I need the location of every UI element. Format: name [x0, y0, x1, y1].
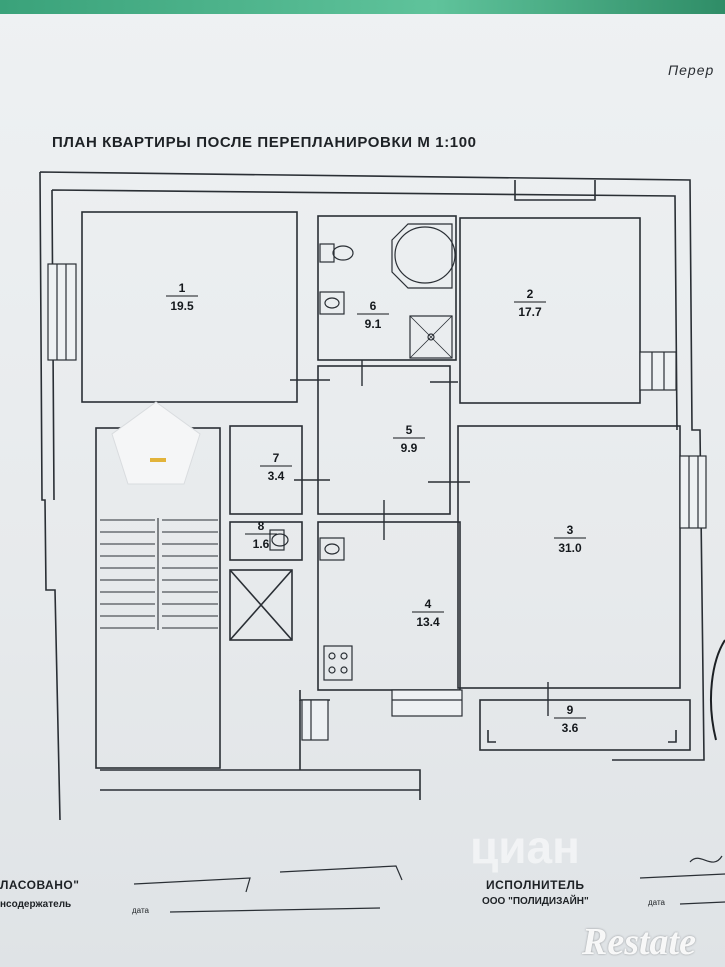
- room-number: 9: [567, 703, 574, 717]
- contractor-title: ИСПОЛНИТЕЛЬ: [486, 878, 585, 892]
- stairs: [100, 518, 218, 630]
- window-right-1: [639, 351, 677, 391]
- room-area: 1.6: [253, 537, 270, 551]
- contractor-date-line: [679, 901, 725, 905]
- elevator-cross: [229, 569, 293, 641]
- room-8-outline: [229, 521, 303, 561]
- balcony-notches: [487, 730, 677, 743]
- room-label-7: 73.4: [260, 451, 292, 483]
- approval-subtitle: нсодержатель: [0, 899, 72, 910]
- room-area: 17.7: [518, 305, 542, 319]
- sink-4: [319, 537, 345, 561]
- room-area: 13.4: [416, 615, 440, 629]
- shower-tray: [409, 315, 453, 359]
- signature-scribble: [689, 855, 723, 863]
- room-4-outline: [317, 521, 461, 691]
- room-area: 3.4: [268, 469, 285, 483]
- room-1-outline: [81, 211, 298, 403]
- room-number: 8: [258, 519, 265, 533]
- page-label: Перер: [668, 62, 715, 78]
- restate-watermark: Restate: [582, 921, 696, 963]
- window-bottom-2: [301, 699, 329, 741]
- room-label-6: 69.1: [357, 299, 389, 331]
- sink-6: [319, 291, 345, 315]
- contractor-subtitle: ООО "ПОЛИДИЗАЙН": [482, 896, 589, 907]
- contractor-line: [639, 873, 725, 879]
- room-number: 2: [527, 287, 534, 301]
- room-label-2: 217.7: [514, 287, 546, 319]
- contractor-date-label: дата: [648, 898, 665, 907]
- approval-line: [133, 877, 251, 893]
- stove: [323, 645, 353, 681]
- room-label-4: 413.4: [412, 597, 444, 629]
- window-bottom-1: [391, 689, 463, 717]
- room-number: 6: [370, 299, 377, 313]
- room-number: 7: [273, 451, 280, 465]
- approval-date-label: дата: [132, 906, 149, 915]
- room-label-8: 81.6: [245, 519, 277, 551]
- room-number: 3: [567, 523, 574, 537]
- room-label-1: 119.5: [166, 281, 198, 313]
- lower-wall: [100, 700, 421, 800]
- approval-title: ЛАСОВАНО": [0, 878, 80, 892]
- room-3-outline: [457, 425, 681, 689]
- room-label-5: 59.9: [393, 423, 425, 455]
- room-area: 31.0: [558, 541, 582, 555]
- toilet-6: [319, 243, 335, 263]
- door-marks: [290, 360, 549, 716]
- room-area: 19.5: [170, 299, 194, 313]
- room-7-outline: [229, 425, 303, 515]
- approval-date-line: [169, 907, 381, 913]
- elevator-shaft: [229, 569, 293, 641]
- window-right-2: [679, 455, 707, 529]
- bathtub: [394, 226, 456, 284]
- room-area: 3.6: [562, 721, 579, 735]
- bathtub-frame: [391, 223, 453, 289]
- room-label-3: 331.0: [554, 523, 586, 555]
- location-pin-overlay: [111, 401, 201, 485]
- room-2-outline: [459, 217, 641, 404]
- plan-title: ПЛАН КВАРТИРЫ ПОСЛЕ ПЕРЕПЛАНИРОВКИ М 1:1…: [52, 134, 477, 151]
- room-6-outline: [317, 215, 457, 361]
- window-left: [47, 263, 77, 361]
- approval-line-2: [279, 865, 403, 881]
- room-number: 4: [425, 597, 432, 611]
- room-label-9: 93.6: [554, 703, 586, 735]
- room-area: 9.9: [401, 441, 418, 455]
- room-area: 9.1: [365, 317, 382, 331]
- outer-wall: [39, 171, 705, 821]
- toilet-8: [269, 529, 285, 551]
- cian-watermark: циан: [470, 821, 580, 873]
- wall-bump: [514, 180, 596, 201]
- stamp-arc: [710, 639, 725, 741]
- room-number: 5: [406, 423, 413, 437]
- top-colored-strip: [0, 0, 725, 14]
- room-number: 1: [179, 281, 186, 295]
- room-9-outline: [479, 699, 691, 751]
